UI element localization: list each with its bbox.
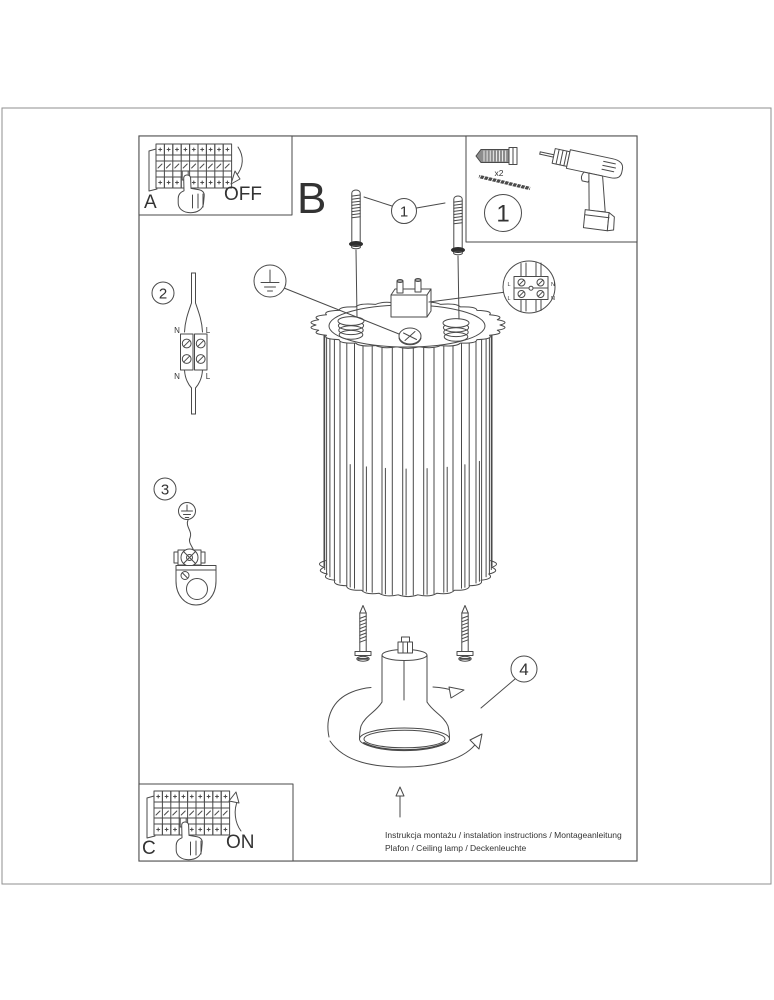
terminal-label-l-top: L bbox=[507, 282, 510, 288]
leader-line bbox=[428, 291, 507, 303]
breaker-panel-illustration bbox=[146, 790, 231, 861]
ground-screw-on-plate bbox=[398, 327, 422, 346]
panel-a-box bbox=[138, 135, 293, 216]
ground-clamp bbox=[173, 548, 206, 567]
footer-line2: Plafon / Ceiling lamp / Deckenleuchte bbox=[385, 843, 527, 853]
mains-cable-bottom bbox=[184, 369, 203, 415]
wood-screw-right-icon bbox=[456, 605, 474, 662]
parts-badge: 1 bbox=[496, 201, 509, 228]
hex-nut-icon bbox=[397, 641, 413, 654]
terminal-label-n-bottom: N bbox=[551, 296, 555, 302]
step3-badge-circle bbox=[153, 477, 177, 501]
page-border bbox=[1, 107, 772, 885]
screw-leader-left bbox=[355, 249, 358, 318]
step4-canopy: 4 bbox=[327, 605, 538, 768]
lamp-body bbox=[310, 249, 506, 598]
arrow-head-up-icon bbox=[395, 786, 405, 797]
wood-screw-left-icon bbox=[354, 605, 372, 662]
rotation-arrows bbox=[327, 686, 483, 768]
leader-line bbox=[416, 202, 446, 209]
step2-badge: 2 bbox=[159, 286, 167, 303]
mounting-bracket bbox=[175, 565, 217, 606]
socket-body bbox=[359, 636, 450, 752]
parts-box: x2 1 bbox=[465, 135, 638, 243]
ground-symbol-icon bbox=[178, 502, 196, 520]
lamp-bottom-scallop bbox=[319, 560, 498, 598]
panel-c-label: C bbox=[142, 838, 156, 859]
push-up-arrow bbox=[395, 786, 405, 818]
wire-ends bbox=[396, 278, 422, 294]
terminal-label-n-top: N bbox=[551, 282, 555, 288]
step3-badge: 3 bbox=[161, 482, 169, 499]
wire-label-n-bottom: N bbox=[174, 372, 180, 381]
leader-line bbox=[363, 196, 393, 207]
power-off-label: OFF bbox=[224, 184, 262, 205]
screw-left-icon bbox=[349, 189, 363, 250]
leader-line bbox=[283, 287, 400, 335]
panel-c-power-on: C ON bbox=[138, 783, 294, 862]
wire-label-l-bottom: L bbox=[206, 372, 211, 381]
step1-badge: 1 bbox=[400, 204, 408, 221]
panel-a-label: A bbox=[144, 192, 157, 213]
terminal-connector-block bbox=[180, 333, 208, 371]
footer-line1: Instrukcja montażu / instalation instruc… bbox=[385, 830, 622, 840]
step2-wire-connector: 2 N L N L bbox=[151, 272, 211, 415]
panel-a-power-off: A OFF bbox=[138, 135, 293, 216]
section-b-label: B bbox=[297, 174, 326, 223]
step4-badge: 4 bbox=[519, 660, 528, 679]
drill-icon bbox=[539, 148, 624, 232]
terminal-block-on-plate bbox=[390, 278, 432, 318]
arrow-head-up-icon bbox=[228, 791, 240, 804]
breaker-panel-illustration bbox=[148, 143, 233, 214]
rotate-arrow-head-icon bbox=[448, 686, 465, 699]
leader-line bbox=[480, 678, 516, 709]
parts-count-label: x2 bbox=[495, 168, 504, 178]
mains-cable-top bbox=[184, 272, 203, 333]
threaded-hole-left bbox=[337, 316, 365, 340]
ground-wire bbox=[186, 519, 194, 551]
earth-symbol-icon bbox=[260, 269, 280, 292]
arrow-head-down-icon bbox=[230, 170, 241, 185]
wall-anchor-icon bbox=[475, 147, 518, 165]
ground-callout bbox=[253, 264, 400, 335]
curved-arrow-down bbox=[235, 146, 243, 177]
footer-text: Instrukcja montażu / instalation instruc… bbox=[385, 830, 622, 853]
step4-badge-circle bbox=[510, 655, 538, 683]
power-on-label: ON bbox=[226, 832, 255, 853]
terminal-callout: L N L N bbox=[428, 260, 556, 314]
step2-badge-circle bbox=[151, 281, 175, 305]
wire-label-n-top: N bbox=[174, 326, 180, 335]
screw-leader-right bbox=[457, 255, 460, 320]
lamp-flutes bbox=[324, 333, 492, 596]
rotate-arrow-head-icon bbox=[469, 733, 483, 750]
step1-badge-circle bbox=[391, 198, 417, 224]
parts-badge-circle bbox=[484, 194, 522, 232]
terminal-label-l-bottom: L bbox=[507, 296, 510, 302]
mounting-screw-icon bbox=[478, 174, 531, 191]
terminal-screws bbox=[517, 278, 545, 298]
wire-label-l-top: L bbox=[206, 326, 211, 335]
step1-fix-screws: 1 bbox=[349, 189, 465, 256]
screw-right-icon bbox=[451, 195, 465, 256]
step3-ground-bracket: 3 bbox=[153, 477, 217, 606]
diagram-frame bbox=[138, 135, 638, 862]
threaded-hole-right bbox=[442, 318, 470, 342]
